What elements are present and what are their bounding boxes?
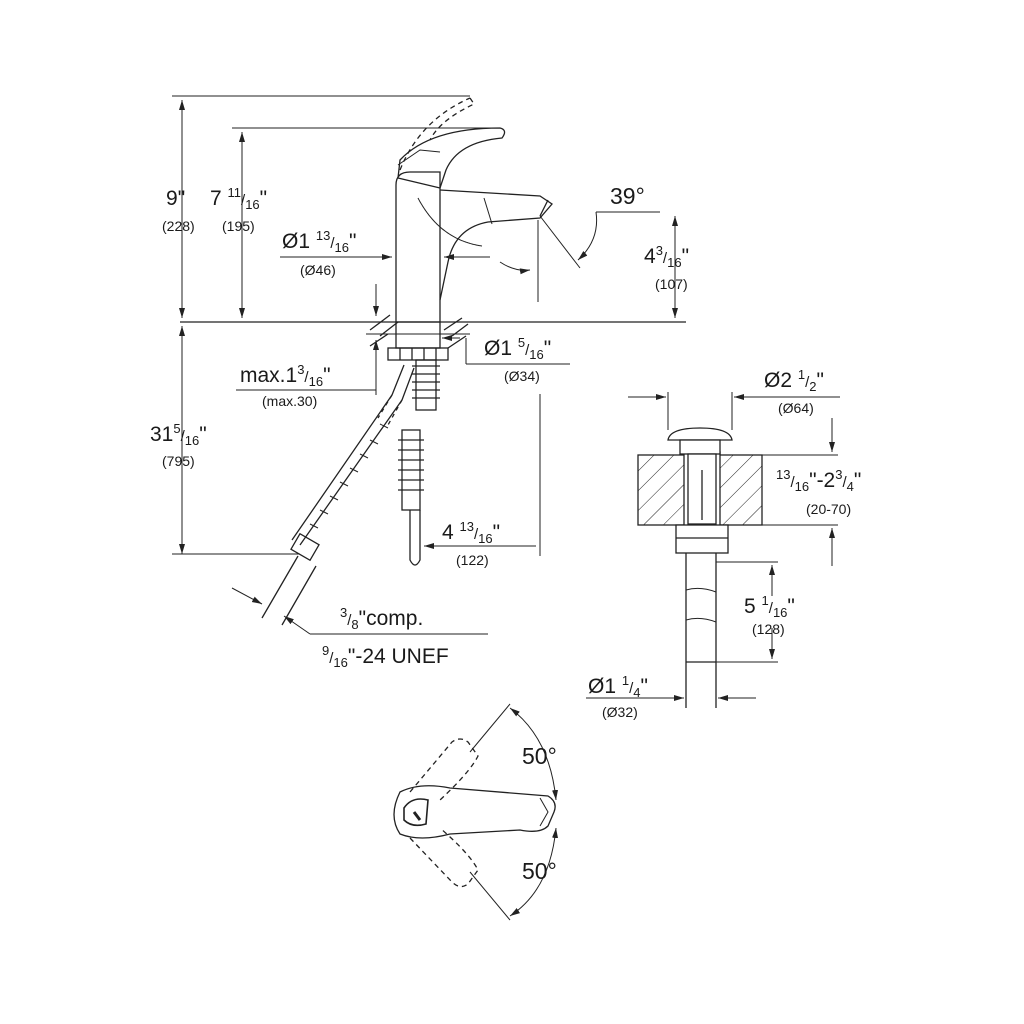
hose-end	[261, 555, 317, 626]
braided-hose	[291, 394, 403, 546]
dim-total-height-mm: (228)	[162, 218, 195, 234]
dim-max-deck-mm: (max.30)	[262, 393, 318, 409]
dim-mount-diameter-mm: (Ø34)	[504, 368, 540, 384]
dim-body-diameter-mm: (Ø46)	[300, 262, 336, 278]
dim-projection: 4 13/16"	[442, 519, 501, 546]
dim-tailpiece-length: 5 1/16"	[744, 593, 795, 620]
dim-drain-diameter: Ø2 1/2"	[764, 367, 824, 394]
lever-rotated-right	[409, 827, 479, 888]
dim-spout-height: 7 11/16"	[210, 185, 268, 212]
faucet-spout	[439, 189, 553, 301]
dim-body-diameter: Ø1 13/16"	[282, 228, 357, 255]
drain-assembly	[586, 392, 840, 708]
dim-connection-thread: 9/16"-24 UNEF	[322, 643, 449, 670]
faucet-body	[395, 171, 441, 322]
feed-tube	[409, 510, 421, 566]
dim-hose-length-mm: (795)	[162, 453, 195, 469]
faucet-lever	[397, 127, 506, 189]
dim-deck-range-mm: (20-70)	[806, 501, 852, 517]
pop-up-cap	[667, 427, 733, 441]
lever-rotated-left	[409, 738, 479, 801]
dim-tailpiece-length-mm: (128)	[752, 621, 785, 637]
dim-deck-range: 13/16"-23/4"	[776, 467, 862, 494]
dim-tailpiece-diameter: Ø1 1/4"	[588, 673, 648, 700]
faucet-side-view	[172, 95, 686, 635]
dim-spout-angle: 39°	[610, 183, 645, 209]
dim-projection-mm: (122)	[456, 552, 489, 568]
dim-mount-diameter: Ø1 5/16"	[484, 335, 552, 362]
dim-hose-length: 315/16"	[150, 421, 207, 448]
dim-rotation-bottom: 50°	[522, 858, 557, 884]
tailpiece	[685, 553, 717, 708]
dim-connection-comp: 3/8"comp.	[340, 605, 424, 632]
dim-rotation-top: 50°	[522, 743, 557, 769]
dim-tailpiece-diameter-mm: (Ø32)	[602, 704, 638, 720]
dim-spout-height-mm: (195)	[222, 218, 255, 234]
top-view-body	[393, 785, 556, 839]
dim-outlet-height: 43/16"	[644, 243, 690, 270]
mounting-nut	[387, 347, 449, 361]
dim-max-deck: max.13/16"	[240, 362, 331, 389]
dim-drain-diameter-mm: (Ø64)	[778, 400, 814, 416]
dim-outlet-height-mm: (107)	[655, 276, 688, 292]
lever-raised-outline	[399, 97, 471, 171]
dim-total-height: 9"	[166, 187, 186, 210]
mounting-shank	[395, 321, 441, 349]
faucet-top-view	[393, 703, 559, 921]
